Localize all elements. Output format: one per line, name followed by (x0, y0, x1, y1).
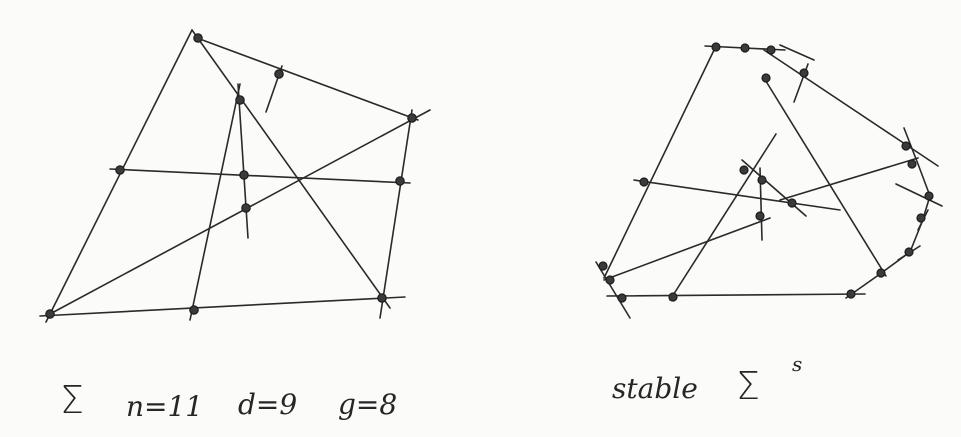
node (876, 268, 886, 278)
node (761, 73, 771, 83)
d-label: d=9 (238, 388, 298, 421)
node (787, 198, 797, 208)
line (895, 183, 943, 207)
right-curve-diagram (595, 42, 943, 319)
line (606, 293, 866, 297)
line (196, 37, 419, 121)
line (189, 83, 241, 321)
node (395, 176, 405, 186)
line (49, 109, 431, 315)
stable-label: stable (612, 372, 698, 405)
line (845, 127, 931, 299)
line (779, 44, 815, 61)
node (598, 261, 608, 271)
node (377, 293, 387, 303)
node (605, 275, 615, 285)
n-label: n=11 (126, 390, 204, 423)
node (617, 293, 627, 303)
line (741, 159, 807, 217)
line (109, 168, 411, 184)
left-curve-diagram (39, 29, 431, 323)
node (924, 191, 934, 201)
node (239, 170, 249, 180)
node (916, 213, 926, 223)
node (907, 159, 917, 169)
line (669, 133, 777, 301)
node (241, 203, 251, 213)
node (711, 42, 721, 52)
node (274, 69, 284, 79)
node (639, 177, 649, 187)
node (739, 165, 749, 175)
line (779, 157, 919, 201)
line (379, 109, 413, 319)
node (757, 175, 767, 185)
node (45, 309, 55, 319)
superscript-s: s (792, 352, 803, 376)
node (235, 95, 245, 105)
node (189, 305, 199, 315)
sigma-symbol: Σ (736, 364, 761, 408)
node (846, 289, 856, 299)
sigma-symbol: Σ (60, 378, 85, 422)
line (763, 77, 887, 277)
node (407, 113, 417, 123)
node (740, 43, 750, 53)
node (668, 292, 678, 302)
line (45, 29, 193, 323)
node (193, 33, 203, 43)
line (603, 217, 771, 281)
node (766, 45, 776, 55)
line (39, 296, 406, 317)
node (755, 211, 765, 221)
node (799, 68, 809, 78)
line (595, 261, 631, 319)
node (904, 247, 914, 257)
node (115, 165, 125, 175)
line (191, 29, 391, 309)
g-label: g=8 (338, 388, 398, 421)
node (901, 141, 911, 151)
line (603, 45, 717, 279)
